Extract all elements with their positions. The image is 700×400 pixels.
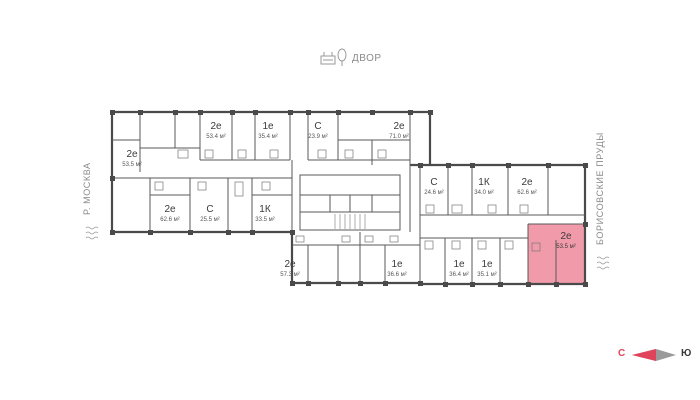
apartment-type: 1е [262,121,274,132]
apartment-c-25-5[interactable]: С 25.5 м² [194,204,226,224]
apartment-1e-35-1[interactable]: 1е 35.1 м² [471,259,503,279]
river-marks-left [85,226,99,240]
apartment-area: 33.5 м² [255,217,275,223]
apartment-type: 1К [478,177,490,188]
apartment-1k-34-0[interactable]: 1К 34.0 м² [468,177,500,197]
interior-walls [112,112,585,284]
apartment-area: 35.4 м² [258,134,278,140]
apartment-c-23-9[interactable]: С 23.9 м² [302,121,334,141]
apartment-type: 1К [259,204,271,215]
apartment-area: 53.5 м² [122,162,142,168]
apartment-area: 34.0 м² [474,190,494,196]
apartment-area: 36.6 м² [387,272,407,278]
courtyard-icon [320,48,347,66]
apartment-2e-71-0[interactable]: 2е 71.0 м² [383,121,415,141]
apartment-area: 35.1 м² [477,272,497,278]
apartment-1e-35-4[interactable]: 1е 35.4 м² [252,121,284,141]
fixtures [154,149,541,252]
apartment-type: 2е [560,231,572,242]
wall-pillars [110,110,588,287]
apartment-1k-33-5[interactable]: 1К 33.5 м² [249,204,281,224]
apartment-type: 1е [391,259,403,270]
apartment-area: 25.5 м² [200,217,220,223]
apartment-c-24-6[interactable]: С 24.6 м² [418,177,450,197]
apartment-2e-53-5-selected[interactable]: 2е 53.5 м² [550,231,582,251]
apartment-type: 1е [453,259,465,270]
street-label-right: БОРИСОВСКИЕ ПРУДЫ [595,132,605,245]
apartment-type: С [314,121,322,132]
apartment-1e-36-4[interactable]: 1е 36.4 м² [443,259,475,279]
pond-marks-right [596,256,610,270]
apartment-type: С [430,177,438,188]
apartment-2e-62-6-left[interactable]: 2е 62.6 м² [154,204,186,224]
apartment-type: 2е [393,121,405,132]
apartment-area: 71.0 м² [389,134,409,140]
apartment-type: 2е [164,204,176,215]
street-label-left: Р. МОСКВА [82,162,92,215]
apartment-1e-36-6[interactable]: 1е 36.6 м² [381,259,413,279]
apartment-type: С [206,204,214,215]
apartment-type: 2е [284,259,296,270]
compass-north-label: С [618,348,626,359]
outer-walls [110,110,587,286]
apartment-2e-57-3[interactable]: 2е 57.3 м² [274,259,306,279]
apartment-area: 36.4 м² [449,272,469,278]
apartment-area: 57.3 м² [280,272,300,278]
apartment-type: 2е [210,121,222,132]
courtyard-label: ДВОР [352,53,382,64]
apartment-area: 53.5 м² [556,244,576,250]
apartment-area: 23.9 м² [308,134,328,140]
apartment-type: 2е [126,149,138,160]
apartment-type: 2е [521,177,533,188]
apartment-area: 62.6 м² [160,217,180,223]
apartment-area: 53.4 м² [206,134,226,140]
apartment-2e-53-4[interactable]: 2е 53.4 м² [200,121,232,141]
compass: С Ю [618,346,698,364]
apartment-area: 62.6 м² [517,190,537,196]
apartment-2e-62-6-right[interactable]: 2е 62.6 м² [511,177,543,197]
apartment-2e-53-5-left[interactable]: 2е 53.5 м² [116,149,148,169]
apartment-area: 24.6 м² [424,190,444,196]
stair [334,214,366,229]
apartment-type: 1е [481,259,493,270]
compass-south-label: Ю [681,348,692,359]
